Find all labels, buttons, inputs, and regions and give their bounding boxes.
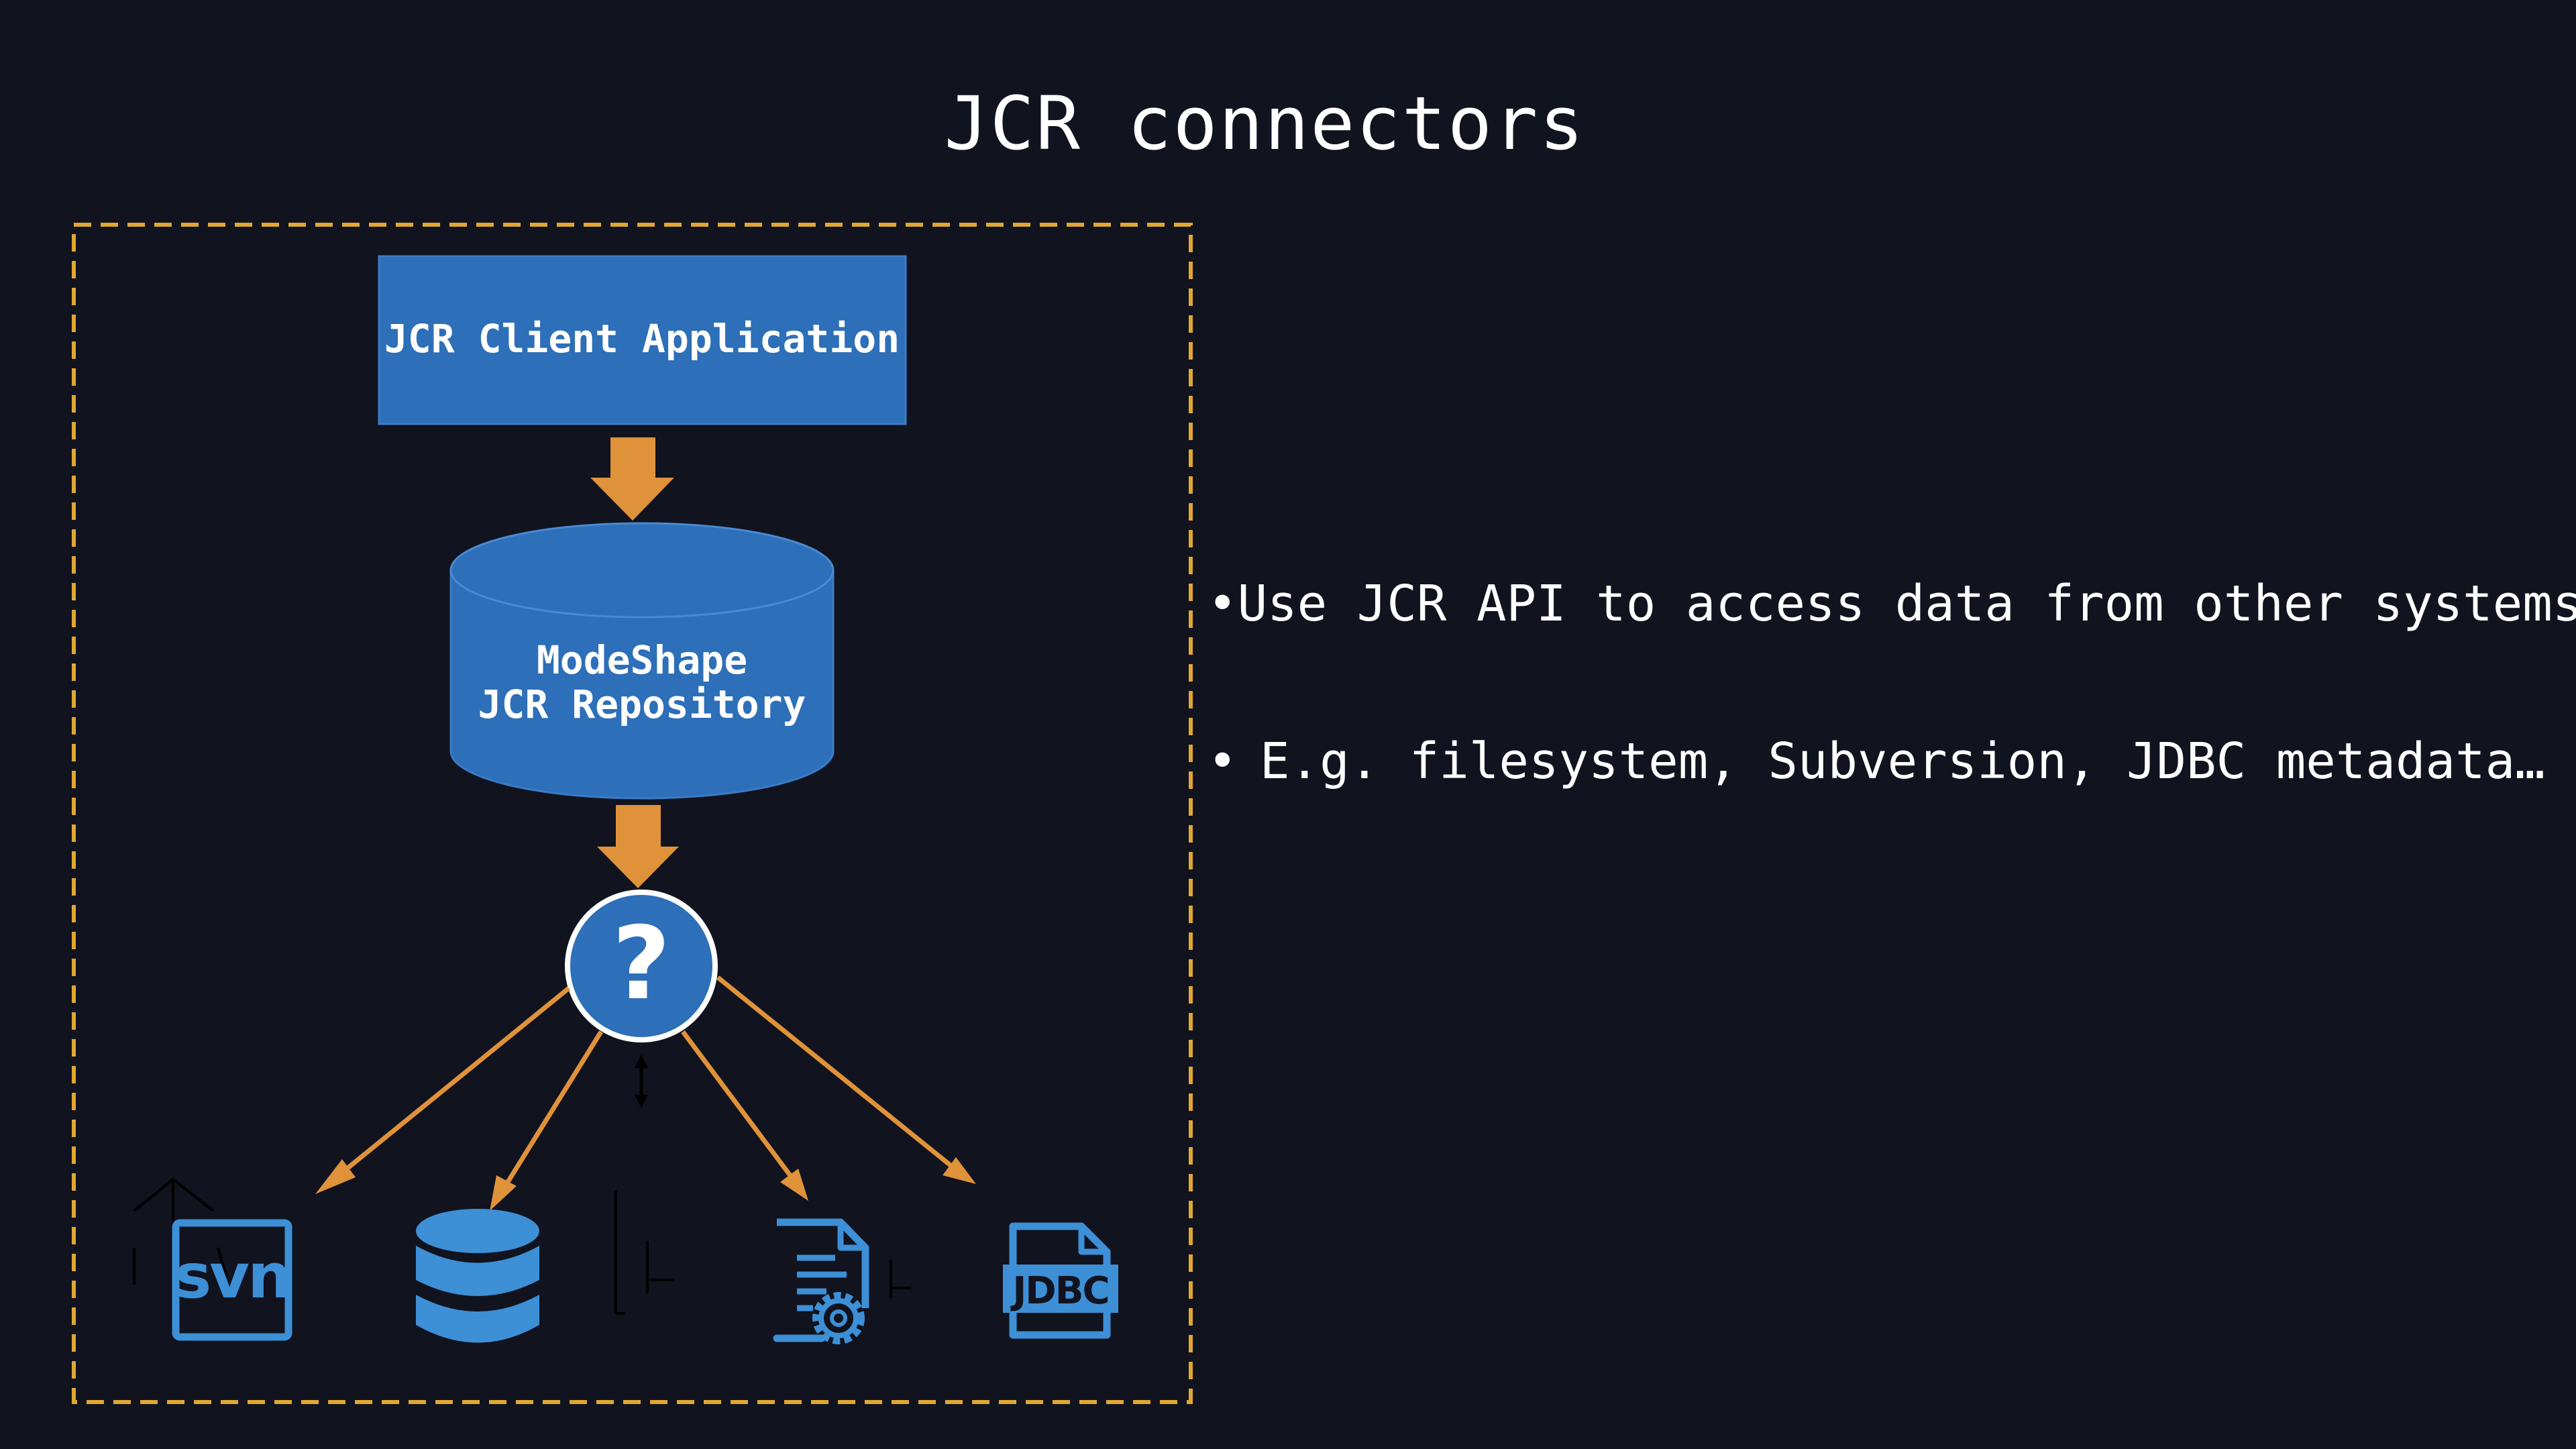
arrow-to-filesystem xyxy=(681,1030,794,1179)
down-arrow-repo-to-connector xyxy=(597,805,679,888)
bullet-item: • Use JCR API to access data from other … xyxy=(1208,570,2576,637)
bullet-item: • E.g. filesystem, Subversion, JDBC meta… xyxy=(1208,728,2576,795)
repository-cylinder: ModeShape JCR Repository xyxy=(449,522,835,800)
svn-icon: svn xyxy=(172,1219,292,1341)
repository-label-line2: JCR Repository xyxy=(478,682,806,727)
fanout-arrows xyxy=(315,975,976,1211)
client-application-label: JCR Client Application xyxy=(384,316,900,362)
database-icon xyxy=(416,1209,539,1343)
bullet-dot: • xyxy=(1208,575,1238,633)
gear-icon xyxy=(812,1292,865,1344)
connector-circle: ? xyxy=(565,890,718,1042)
down-arrow-client-to-repo xyxy=(590,437,674,521)
arrow-to-svn xyxy=(337,986,571,1177)
svn-icon-text: svn xyxy=(174,1240,289,1312)
bullet-dot: • xyxy=(1208,733,1238,790)
dashed-frame xyxy=(72,223,1193,1404)
bullet-text: Use JCR API to access data from other sy… xyxy=(1237,575,2576,633)
connector-question-mark: ? xyxy=(612,906,670,1022)
jdbc-icon-text: JDBC xyxy=(1010,1269,1108,1313)
bullet-list: • Use JCR API to access data from other … xyxy=(1208,570,2576,885)
slide-title: JCR connectors xyxy=(944,80,1585,166)
file-settings-icon xyxy=(773,1218,869,1344)
bullet-text: E.g. filesystem, Subversion, JDBC metada… xyxy=(1260,733,2545,790)
vertical-double-arrow xyxy=(635,1055,648,1108)
arrow-to-jdbc xyxy=(716,975,953,1168)
arrow-to-database xyxy=(502,1030,603,1189)
jdbc-icon: JDBC xyxy=(1003,1222,1118,1339)
client-application-box: JCR Client Application xyxy=(378,255,907,425)
repository-label-line1: ModeShape xyxy=(537,637,747,683)
